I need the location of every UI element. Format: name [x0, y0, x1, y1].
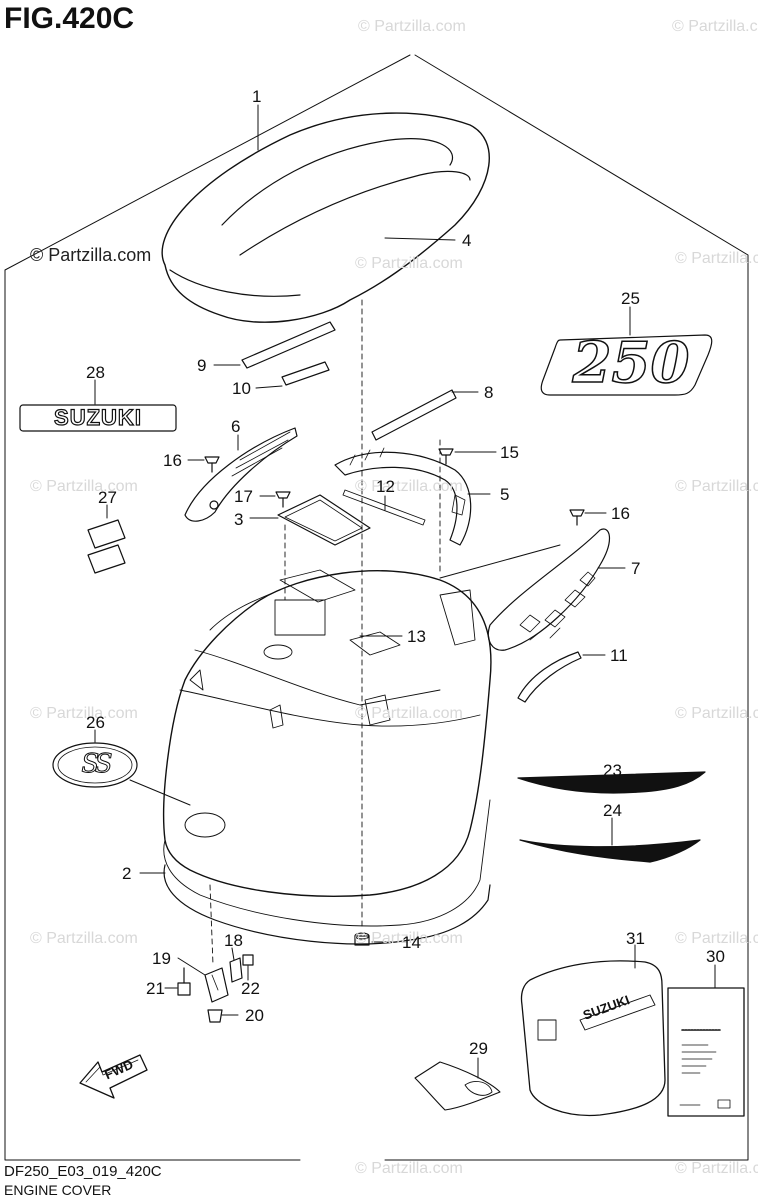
callout-part-14: 14	[402, 933, 421, 952]
callout-part-17: 17	[234, 487, 253, 506]
callout-part-27: 27	[98, 488, 117, 507]
watermark-text: © Partzilla.com	[30, 930, 138, 947]
bolt-part-22	[242, 954, 254, 966]
callout-part-2: 2	[122, 864, 132, 883]
callout-part-10: 10	[232, 379, 251, 398]
badge-part-26	[52, 742, 138, 788]
watermark-text: © Partzilla.com	[355, 255, 463, 272]
watermark-text: © Partzilla.com	[355, 478, 463, 495]
callout-part-9: 9	[197, 356, 207, 375]
callout-part-25: 25	[621, 289, 640, 308]
figure-name: ENGINE COVER	[4, 1182, 112, 1198]
callout-part-26: 26	[86, 713, 105, 732]
stripe-decal-part-24	[519, 839, 701, 863]
watermark-text: © Partzilla.com	[675, 478, 758, 495]
seal-strip-part-11	[517, 651, 582, 703]
pouch-part-29	[414, 1061, 501, 1111]
callout-part-16-right: 16	[611, 504, 630, 523]
callout-part-31: 31	[626, 929, 645, 948]
screw-part-15	[438, 448, 454, 465]
callout-part-24: 24	[603, 801, 622, 820]
decal-250-outline	[540, 334, 713, 396]
seal-strip-part-10	[281, 361, 330, 386]
decal-250-text: 250	[572, 330, 690, 396]
grommet-part-20	[207, 1009, 223, 1023]
callout-part-28: 28	[86, 363, 105, 382]
watermark-text: © Partzilla.com	[355, 1160, 463, 1177]
callout-part-19: 19	[152, 949, 171, 968]
vent-grille-part-6	[184, 427, 298, 522]
seal-strip-part-12	[342, 489, 426, 526]
latch-part-18	[229, 957, 243, 983]
callout-part-4: 4	[462, 231, 472, 250]
latch-part-19	[204, 967, 229, 1003]
watermark-text: © Partzilla.com	[30, 705, 138, 722]
callout-part-30: 30	[706, 947, 725, 966]
bolt-part-21	[177, 967, 191, 996]
badge-ss-text: SS	[81, 749, 113, 780]
decal-suzuki-outline	[19, 404, 177, 432]
watermark-text: © Partzilla.com	[675, 250, 758, 267]
figure-title: FIG.420C	[4, 2, 135, 35]
callout-part-16-left: 16	[163, 451, 182, 470]
leader-part-4	[384, 237, 456, 241]
callout-part-6: 6	[231, 417, 241, 436]
figure-code: DF250_E03_019_420C	[4, 1163, 162, 1180]
lower-cover-part-2	[163, 569, 492, 927]
callout-part-22: 22	[241, 979, 260, 998]
watermark-text: © Partzilla.com	[355, 705, 463, 722]
callout-part-11: 11	[610, 646, 628, 665]
emblem-part-27	[87, 519, 126, 574]
screw-part-17	[275, 491, 291, 508]
top-cover-part-1	[161, 112, 490, 323]
seal-strip-part-9	[241, 321, 336, 369]
callout-part-12: 12	[376, 477, 395, 496]
callout-part-15: 15	[500, 443, 519, 462]
callout-part-23: 23	[603, 761, 622, 780]
callout-part-5: 5	[500, 485, 510, 504]
callout-part-13: 13	[407, 627, 426, 646]
grommet-part-14	[354, 932, 370, 946]
watermark-text: © Partzilla.com	[672, 18, 758, 35]
callout-part-18: 18	[224, 931, 243, 950]
callout-part-29: 29	[469, 1039, 488, 1058]
callout-part-1: 1	[252, 87, 262, 106]
callout-part-8: 8	[484, 383, 494, 402]
watermark-text: © Partzilla.com	[675, 705, 758, 722]
fwd-arrow	[79, 1054, 148, 1099]
screw-part-16-right	[569, 509, 585, 526]
callout-part-7: 7	[631, 559, 641, 578]
screw-part-16-left	[204, 456, 220, 473]
boundary-outline	[4, 54, 749, 1161]
watermark-text: © Partzilla.com	[30, 478, 138, 495]
watermark-text: © Partzilla.com	[355, 930, 463, 947]
watermark-text: © Partzilla.com	[675, 930, 758, 947]
alignment-line	[209, 884, 214, 966]
owners-manual-part-30	[667, 987, 745, 1117]
seal-strip-part-8	[371, 389, 457, 441]
callout-part-21: 21	[146, 979, 165, 998]
engine-cover-bag-part-31	[520, 960, 666, 1117]
bottom-seal	[163, 864, 491, 945]
decal-suzuki-text: SUZUKI	[53, 404, 142, 430]
vent-part-5	[334, 447, 472, 546]
watermark-text: © Partzilla.com	[30, 245, 152, 265]
watermark-text: © Partzilla.com	[358, 18, 466, 35]
bracket-part-3	[277, 494, 371, 546]
callout-part-20: 20	[245, 1006, 264, 1025]
watermark-text: © Partzilla.com	[675, 1160, 758, 1177]
vent-grille-part-7	[487, 528, 610, 651]
callout-part-3: 3	[234, 510, 244, 529]
